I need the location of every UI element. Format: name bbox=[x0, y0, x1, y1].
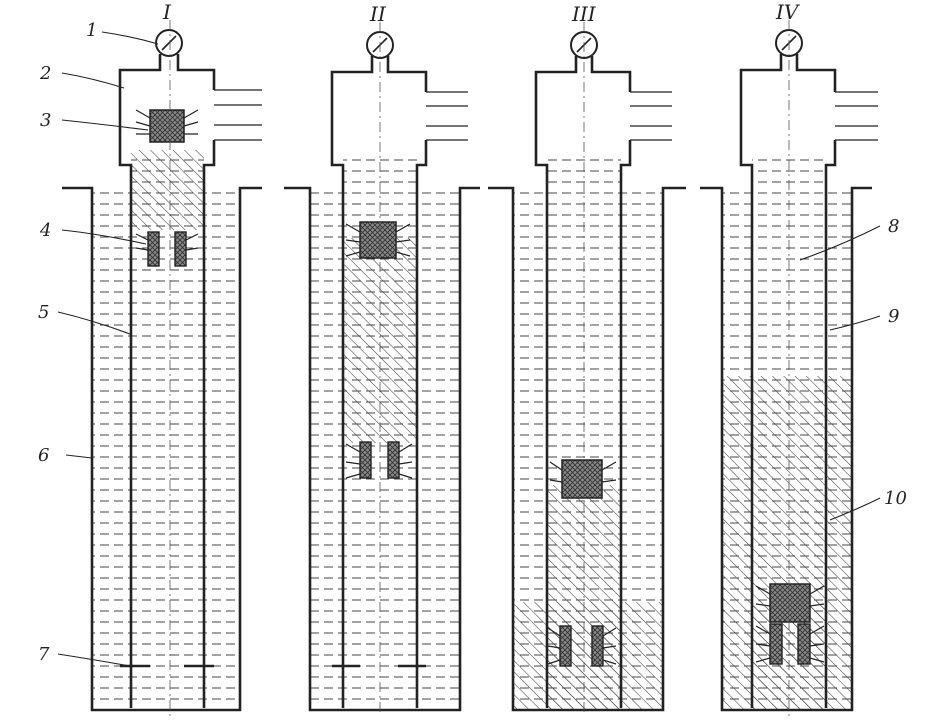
inlet-pipes-2 bbox=[426, 91, 468, 141]
label-2: 2 bbox=[39, 63, 51, 84]
label-10: 10 bbox=[884, 488, 907, 509]
stage-3 bbox=[488, 22, 686, 716]
bottom-plug-right-1 bbox=[174, 231, 187, 267]
casing-fluid-1 bbox=[131, 155, 204, 710]
label-8: 8 bbox=[888, 216, 899, 237]
bottom-plug-left-2 bbox=[359, 441, 372, 479]
bottom-plug-left-4 bbox=[769, 623, 783, 665]
label-5: 5 bbox=[38, 302, 49, 323]
stage-4 bbox=[700, 20, 878, 716]
stage-title-3: III bbox=[571, 2, 597, 26]
leader-lines bbox=[57, 31, 881, 667]
top-plug-2 bbox=[359, 221, 397, 259]
stage-title-4: IV bbox=[775, 0, 801, 24]
bottom-plug-left-1 bbox=[147, 231, 160, 267]
top-plug-1 bbox=[149, 109, 185, 143]
bottom-plug-right-4 bbox=[797, 623, 811, 665]
label-7: 7 bbox=[38, 644, 50, 665]
cement-slug-1 bbox=[131, 150, 204, 230]
top-plug-3 bbox=[561, 459, 603, 499]
stage-titles: I II III IV bbox=[162, 0, 801, 26]
borehole-wall-3 bbox=[488, 186, 686, 712]
bottom-plug-right-3 bbox=[591, 625, 604, 667]
casing-and-head-1 bbox=[118, 54, 216, 708]
inlet-pipes-3 bbox=[630, 91, 672, 141]
label-1: 1 bbox=[86, 20, 97, 41]
casing-and-head-2 bbox=[330, 56, 428, 708]
label-6: 6 bbox=[38, 445, 49, 466]
stage-title-2: II bbox=[369, 2, 387, 26]
borehole-wall-4 bbox=[700, 186, 872, 712]
label-4: 4 bbox=[39, 220, 51, 241]
part-labels: 1 2 3 4 5 6 7 8 9 10 bbox=[38, 20, 907, 665]
stage-title-1: I bbox=[162, 0, 172, 24]
bottom-plug-left-3 bbox=[559, 625, 572, 667]
bottom-plug-right-2 bbox=[387, 441, 400, 479]
casing-and-head-3 bbox=[534, 56, 632, 708]
stage-2 bbox=[284, 22, 480, 716]
top-plug-4 bbox=[769, 583, 811, 623]
inlet-pipes-4 bbox=[835, 91, 878, 141]
borehole-wall-2 bbox=[284, 186, 480, 712]
stage-1 bbox=[62, 20, 262, 716]
label-3: 3 bbox=[40, 110, 51, 131]
label-9: 9 bbox=[888, 306, 899, 327]
borehole-wall-1 bbox=[62, 186, 262, 712]
inlet-pipes-1 bbox=[214, 89, 262, 141]
casing-and-head-4 bbox=[739, 54, 837, 708]
